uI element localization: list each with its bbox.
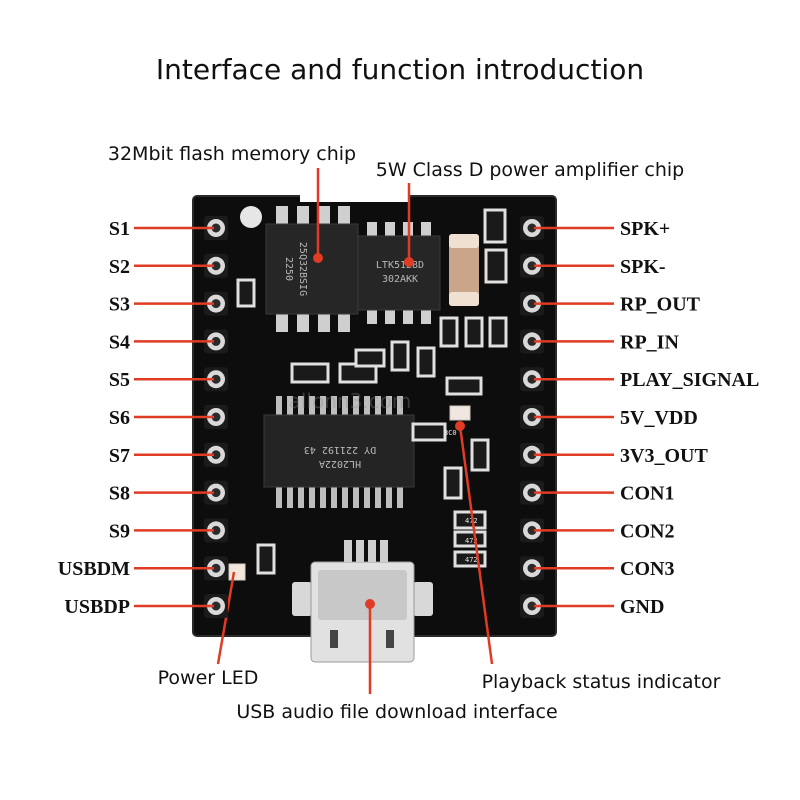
right-pin-con2: CON2 bbox=[520, 518, 674, 543]
svg-text:472: 472 bbox=[465, 537, 478, 545]
amp-callout: 5W Class D power amplifier chip bbox=[376, 159, 684, 181]
svg-text:3C0: 3C0 bbox=[444, 429, 457, 437]
smd-components: 3C0 472 472 472 bbox=[236, 208, 508, 575]
flash-memory-chip: 25Q32BSIG 2250 bbox=[265, 206, 359, 332]
callout-dots bbox=[313, 253, 465, 609]
left-pin-label: S2 bbox=[109, 256, 130, 278]
left-pin-label: S6 bbox=[109, 407, 130, 429]
left-pin-label: S4 bbox=[109, 331, 130, 353]
right-pin-header: SPK+ SPK- RP_OUT RP_IN PLAY_SIGNAL 5V_VDD 3V3_… bbox=[520, 216, 759, 618]
board-notch bbox=[300, 190, 410, 202]
right-pin-label: PLAY_SIGNAL bbox=[620, 369, 759, 391]
flash-marking-2: 2250 bbox=[283, 257, 294, 281]
right-pin-3v3-out: 3V3_OUT bbox=[520, 442, 708, 467]
left-pin-label: S8 bbox=[109, 483, 130, 505]
left-pin-label: S7 bbox=[109, 445, 130, 467]
left-pin-label: S9 bbox=[109, 520, 130, 542]
mounting-hole bbox=[240, 206, 262, 228]
left-pin-s7: S7 bbox=[109, 442, 228, 467]
svg-text:472: 472 bbox=[465, 556, 478, 564]
mcu-marking-2: DY 221192 43 bbox=[304, 444, 376, 455]
right-pin-label: RP_IN bbox=[620, 331, 679, 353]
right-pin-spk-: SPK- bbox=[520, 253, 666, 278]
power-led bbox=[228, 563, 246, 581]
svg-text:472: 472 bbox=[465, 517, 478, 525]
right-pin-rp-out: RP_OUT bbox=[520, 291, 701, 316]
left-pin-s4: S4 bbox=[109, 329, 228, 354]
usb-callout: USB audio file download interface bbox=[236, 701, 557, 723]
right-pin-gnd: GND bbox=[520, 594, 664, 618]
right-pin-label: SPK+ bbox=[620, 218, 670, 240]
left-pin-usbdp: USBDP bbox=[64, 594, 228, 618]
right-pin-5v-vdd: 5V_VDD bbox=[520, 405, 698, 429]
amp-marking-1: LTK5128D bbox=[376, 260, 424, 271]
right-pin-label: GND bbox=[620, 596, 664, 618]
flash-callout: 32Mbit flash memory chip bbox=[108, 143, 356, 165]
left-pin-s8: S8 bbox=[109, 480, 228, 505]
left-pin-label: S1 bbox=[109, 218, 130, 240]
left-pin-s5: S5 bbox=[109, 367, 228, 392]
left-pin-s9: S9 bbox=[109, 518, 228, 543]
amplifier-chip: LTK5128D 302AKK bbox=[357, 222, 441, 324]
right-pin-label: SPK- bbox=[620, 256, 666, 278]
right-pin-rp-in: RP_IN bbox=[520, 329, 679, 354]
capacitor bbox=[449, 234, 479, 306]
mcu-marking-1: HL2022A bbox=[319, 458, 361, 469]
right-pin-label: RP_OUT bbox=[620, 294, 701, 316]
left-pin-label: USBDP bbox=[64, 596, 130, 618]
status-led bbox=[449, 405, 471, 421]
diagram-title: Interface and function introduction bbox=[156, 53, 644, 86]
right-pin-label: CON1 bbox=[620, 483, 674, 505]
usb-connector bbox=[292, 540, 433, 663]
left-pin-s3: S3 bbox=[109, 291, 228, 316]
right-pin-label: CON2 bbox=[620, 520, 674, 542]
power-led-callout: Power LED bbox=[158, 667, 259, 689]
controller-chip: HL2022A DY 221192 43 bbox=[263, 396, 415, 508]
left-pin-label: S3 bbox=[109, 294, 130, 316]
right-pin-label: 3V3_OUT bbox=[620, 445, 708, 467]
callout-lines bbox=[216, 168, 494, 694]
left-pin-label: USBDM bbox=[58, 558, 130, 580]
left-pin-s6: S6 bbox=[109, 405, 228, 429]
right-pin-label: CON3 bbox=[620, 558, 674, 580]
flash-marking-1: 25Q32BSIG bbox=[297, 242, 308, 296]
right-pin-con1: CON1 bbox=[520, 480, 674, 505]
right-pin-label: 5V_VDD bbox=[620, 407, 698, 429]
status-callout: Playback status indicator bbox=[482, 671, 721, 693]
left-pin-s2: S2 bbox=[109, 253, 228, 278]
left-pin-label: S5 bbox=[109, 369, 130, 391]
right-pin-play-signal: PLAY_SIGNAL bbox=[520, 367, 759, 392]
right-pin-con3: CON3 bbox=[520, 556, 674, 581]
left-pin-s1: S1 bbox=[109, 216, 228, 240]
right-pin-spk-: SPK+ bbox=[520, 216, 670, 240]
watermark: allonn3.com bbox=[289, 389, 412, 413]
left-pin-usbdm: USBDM bbox=[58, 556, 228, 581]
amp-marking-2: 302AKK bbox=[382, 274, 418, 285]
